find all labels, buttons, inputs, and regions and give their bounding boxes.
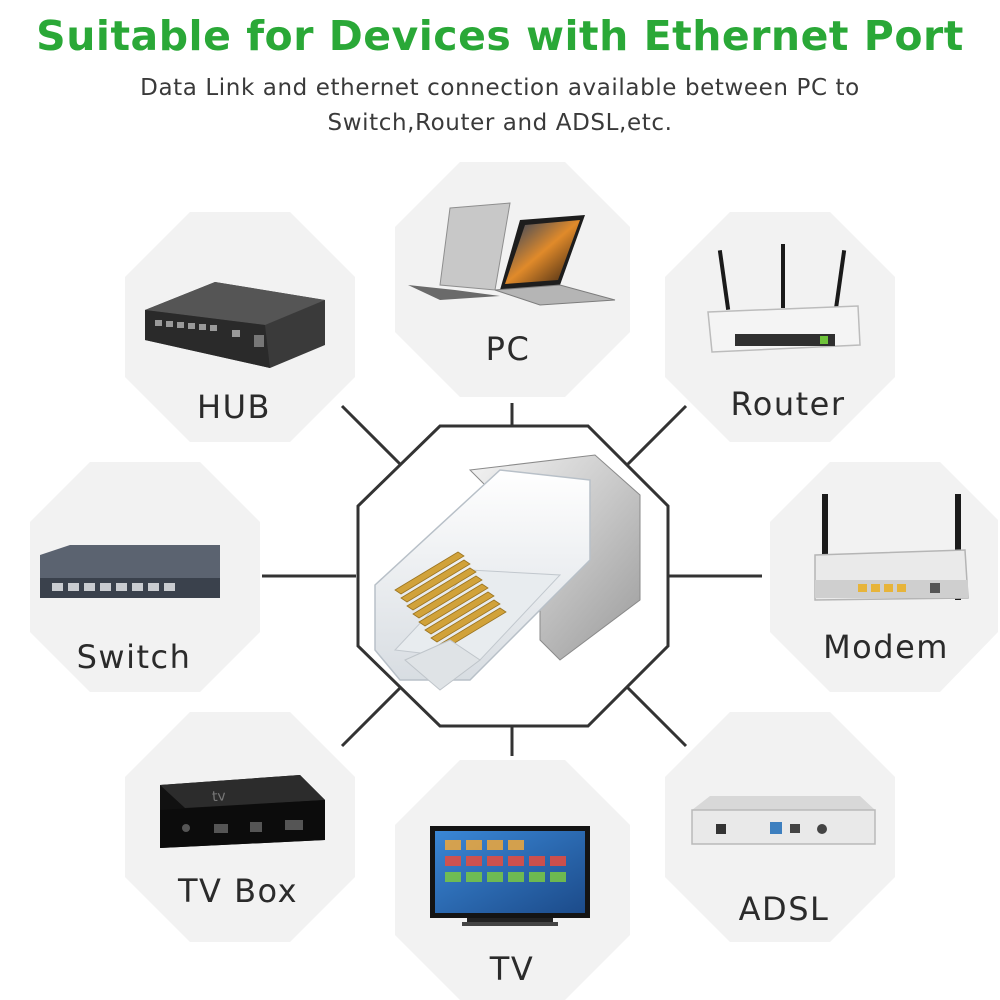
laptop-icon bbox=[408, 202, 616, 306]
switch-icon bbox=[40, 545, 220, 598]
svg-text:tv: tv bbox=[211, 788, 226, 805]
device-label-adsl: ADSL bbox=[738, 890, 830, 928]
router-icon bbox=[707, 244, 861, 353]
device-label-switch: Switch bbox=[76, 638, 192, 676]
tv-box-icon: tv bbox=[160, 775, 325, 848]
connector-line-hub bbox=[340, 404, 404, 468]
rj45-connector-icon bbox=[374, 454, 641, 691]
connector-lines bbox=[262, 403, 762, 756]
device-label-tv-box: TV Box bbox=[177, 872, 299, 910]
device-label-hub: HUB bbox=[197, 388, 271, 426]
device-label-modem: Modem bbox=[823, 628, 949, 666]
hub-icon bbox=[145, 282, 325, 368]
device-label-pc: PC bbox=[485, 330, 531, 368]
modem-icon bbox=[814, 494, 969, 601]
device-label-tv: TV bbox=[489, 950, 535, 988]
page-title: Suitable for Devices with Ethernet Port bbox=[36, 12, 964, 60]
connector-line-adsl bbox=[624, 684, 688, 748]
connector-line-router bbox=[624, 404, 688, 468]
page-subtitle-line-2: Switch,Router and ADSL,etc. bbox=[327, 110, 673, 136]
connector-line-tvbox bbox=[340, 684, 404, 748]
adsl-icon bbox=[691, 796, 876, 845]
device-label-router: Router bbox=[730, 385, 846, 423]
page-subtitle-line-1: Data Link and ethernet connection availa… bbox=[140, 75, 860, 101]
tv-icon bbox=[430, 826, 590, 926]
